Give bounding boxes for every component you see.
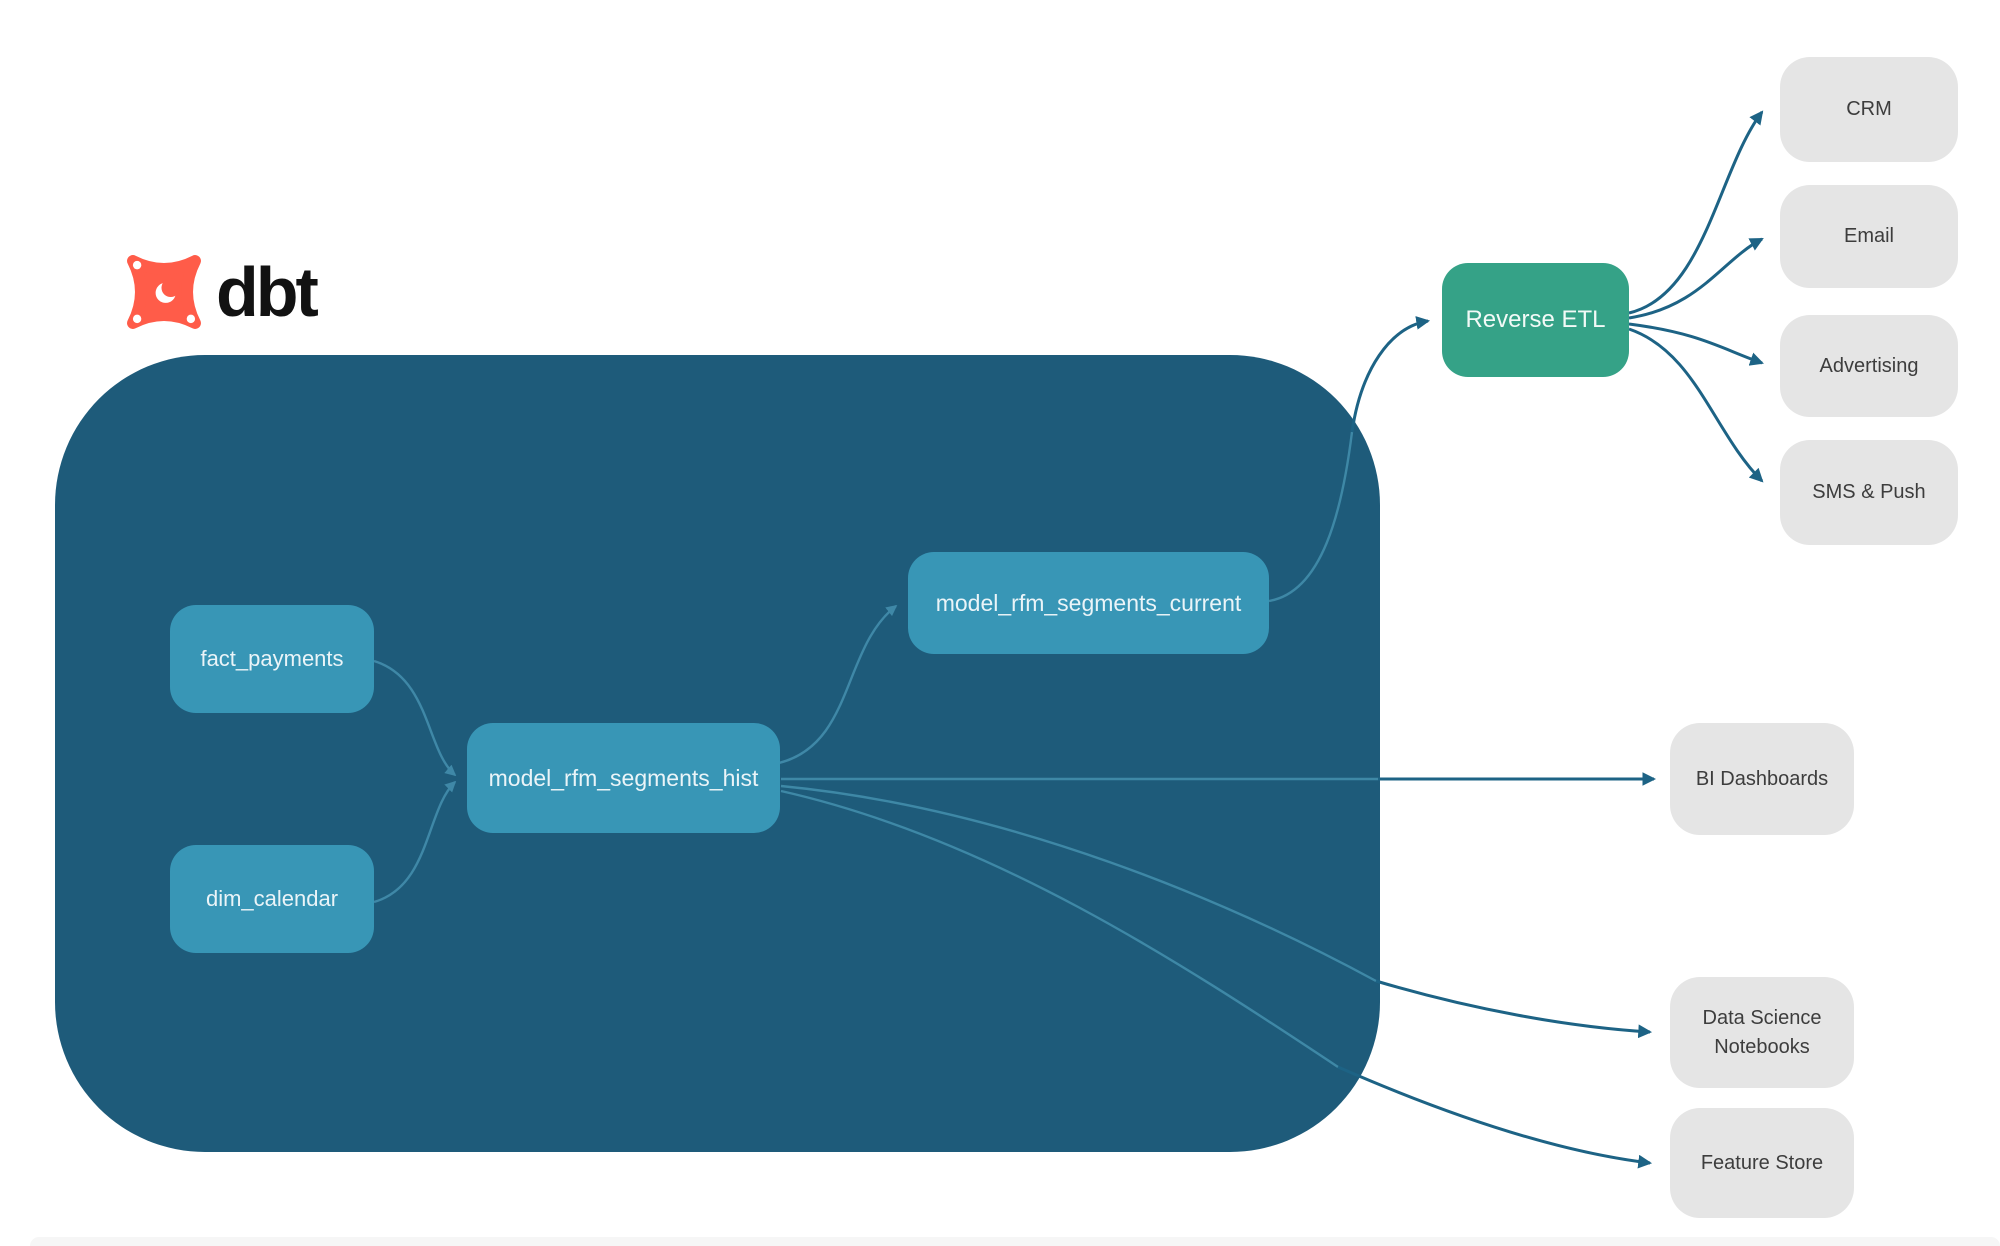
node-bi-dashboards-label: BI Dashboards — [1695, 767, 1829, 790]
node-feature-store-label: Feature Store — [1700, 1151, 1824, 1174]
edge-dim-calendar-to-hist — [373, 780, 457, 904]
node-feature-store: Feature Store — [1670, 1108, 1854, 1218]
node-bi-dashboards: BI Dashboards — [1670, 723, 1854, 835]
node-crm: CRM — [1780, 57, 1958, 162]
node-model-rfm-segments-hist: model_rfm_segments_hist — [467, 723, 780, 833]
node-email-label: Email — [1843, 225, 1894, 247]
edge-hist-to-notebooks-inside — [780, 784, 1377, 983]
node-model-rfm-segments-current-label: model_rfm_segments_current — [935, 589, 1242, 616]
node-sms-push-label: SMS & Push — [1812, 481, 1926, 503]
node-advertising: Advertising — [1780, 315, 1958, 417]
node-dim-calendar-label: dim_calendar — [205, 886, 339, 911]
edge-reverse-etl-to-email — [1628, 237, 1764, 320]
node-advertising-label: Advertising — [1819, 354, 1919, 377]
node-crm-label: CRM — [1846, 98, 1892, 120]
node-dim-calendar: dim_calendar — [170, 845, 374, 953]
node-fact-payments: fact_payments — [170, 605, 374, 713]
bottom-section-edge — [30, 1237, 2000, 1246]
node-data-science-notebooks-label: Data Science Notebooks — [1702, 1006, 1822, 1058]
edge-hist-to-notebooks — [1375, 979, 1653, 1039]
edge-current-to-reverse-etl — [1350, 316, 1431, 433]
edge-reverse-etl-to-sms-push — [1628, 327, 1764, 483]
edge-reverse-etl-to-advertising — [1628, 322, 1764, 366]
node-data-science-notebooks: Data Science Notebooks — [1670, 977, 1854, 1088]
dbt-logo: dbt — [122, 250, 319, 334]
node-fact-payments-label: fact_payments — [200, 646, 344, 671]
dbt-logo-icon — [127, 255, 201, 329]
node-email: Email — [1780, 185, 1958, 288]
edge-current-to-reverse-etl-inside — [1268, 431, 1354, 603]
edge-hist-to-current — [778, 604, 898, 765]
node-sms-push: SMS & Push — [1780, 440, 1958, 545]
dbt-logo-wordmark: dbt — [216, 253, 319, 331]
node-model-rfm-segments-hist-label: model_rfm_segments_hist — [488, 764, 759, 791]
node-model-rfm-segments-current: model_rfm_segments_current — [908, 552, 1269, 654]
node-reverse-etl-label: Reverse ETL — [1465, 306, 1606, 333]
edge-hist-to-feature-store-inside — [780, 789, 1339, 1068]
edge-hist-to-feature-store — [1337, 1065, 1653, 1169]
edge-reverse-etl-to-crm — [1628, 110, 1764, 315]
node-reverse-etl: Reverse ETL — [1442, 263, 1629, 377]
edge-fact-payments-to-hist — [373, 659, 457, 777]
